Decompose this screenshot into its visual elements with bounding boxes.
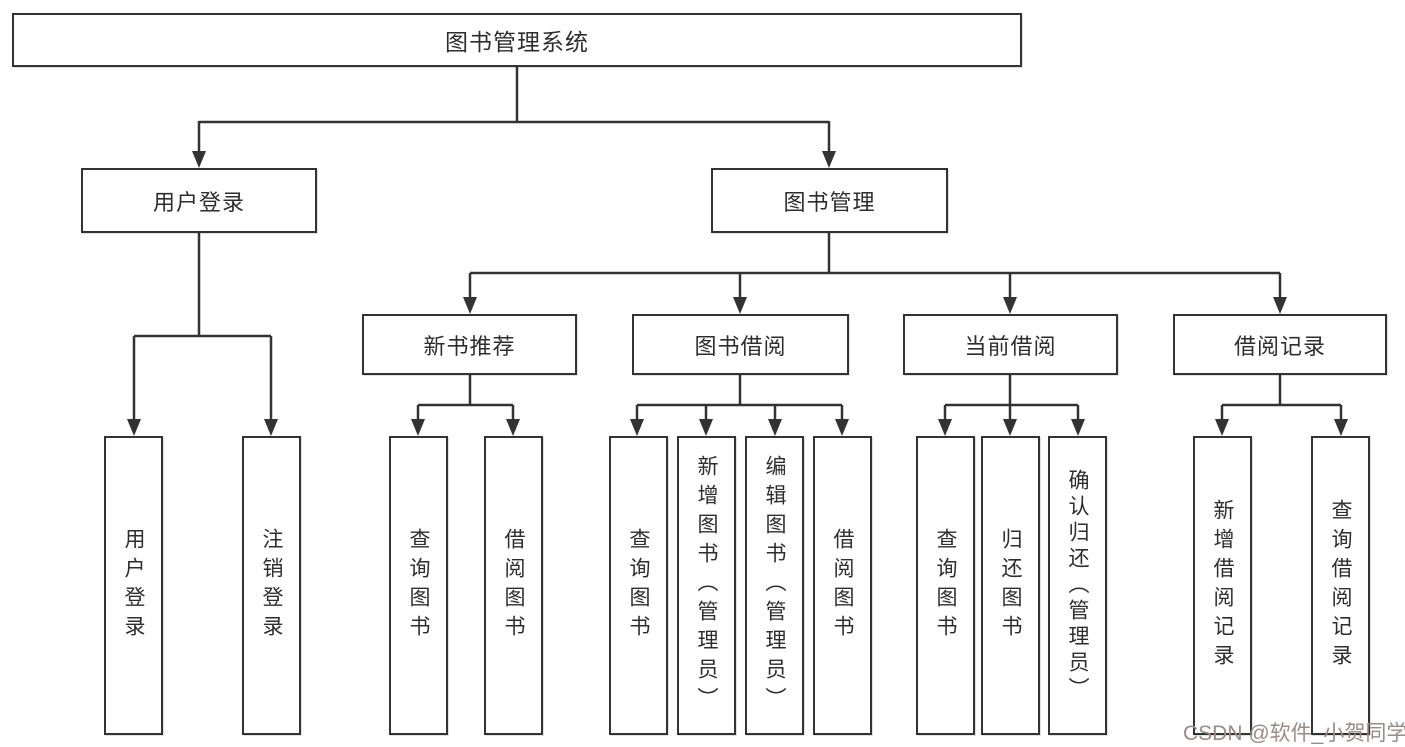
node-leaf-newbook-query-label: 查询图书 xyxy=(407,527,430,644)
arrowheads xyxy=(127,151,1348,436)
node-new-book-recommend: 新书推荐 xyxy=(362,314,577,375)
node-leaf-records-query: 查询借阅记录 xyxy=(1311,436,1370,735)
node-leaf-records-add-label: 新增借阅记录 xyxy=(1211,498,1234,673)
node-leaf-newbook-borrow: 借阅图书 xyxy=(484,436,543,735)
node-leaf-current-query-label: 查询图书 xyxy=(934,527,957,644)
node-leaf-borrow-query: 查询图书 xyxy=(609,436,668,735)
watermark: CSDN @软件_小贺同学 xyxy=(1183,722,1405,745)
node-leaf-borrow-edit-label: 编辑图书（管理员） xyxy=(763,455,786,716)
node-leaf-newbook-borrow-label: 借阅图书 xyxy=(502,527,525,644)
node-leaf-borrow-edit: 编辑图书（管理员） xyxy=(745,436,804,735)
node-new-book-recommend-label: 新书推荐 xyxy=(423,333,516,359)
node-borrow-records-label: 借阅记录 xyxy=(1233,333,1326,359)
node-book-borrow-label: 图书借阅 xyxy=(694,333,787,359)
node-root: 图书管理系统 xyxy=(12,13,1022,67)
node-root-label: 图书管理系统 xyxy=(445,29,589,55)
node-leaf-borrow-borrow-label: 借阅图书 xyxy=(831,527,854,644)
node-leaf-current-return-label: 归还图书 xyxy=(999,527,1022,644)
node-current-borrow-label: 当前借阅 xyxy=(964,333,1057,359)
node-user-login-label: 用户登录 xyxy=(152,189,245,215)
node-book-borrow: 图书借阅 xyxy=(632,314,849,375)
node-leaf-user-login-label: 用户登录 xyxy=(122,527,145,644)
node-borrow-records: 借阅记录 xyxy=(1173,314,1387,375)
node-leaf-records-query-label: 查询借阅记录 xyxy=(1329,498,1352,673)
node-book-management: 图书管理 xyxy=(711,168,948,233)
node-current-borrow: 当前借阅 xyxy=(903,314,1118,375)
node-leaf-current-query: 查询图书 xyxy=(916,436,975,735)
node-user-login: 用户登录 xyxy=(81,168,317,233)
node-leaf-borrow-add: 新增图书（管理员） xyxy=(677,436,736,735)
node-leaf-borrow-query-label: 查询图书 xyxy=(627,527,650,644)
node-leaf-logout: 注销登录 xyxy=(242,436,301,735)
node-book-management-label: 图书管理 xyxy=(783,189,876,215)
node-leaf-borrow-add-label: 新增图书（管理员） xyxy=(695,455,718,716)
node-leaf-newbook-query: 查询图书 xyxy=(389,436,448,735)
node-leaf-current-confirm-label: 确认归还（管理员） xyxy=(1066,468,1089,703)
node-leaf-borrow-borrow: 借阅图书 xyxy=(813,436,872,735)
node-leaf-current-confirm: 确认归还（管理员） xyxy=(1048,436,1107,735)
node-leaf-current-return: 归还图书 xyxy=(981,436,1040,735)
node-leaf-user-login: 用户登录 xyxy=(104,436,163,735)
node-leaf-logout-label: 注销登录 xyxy=(260,527,283,644)
node-leaf-records-add: 新增借阅记录 xyxy=(1193,436,1252,735)
